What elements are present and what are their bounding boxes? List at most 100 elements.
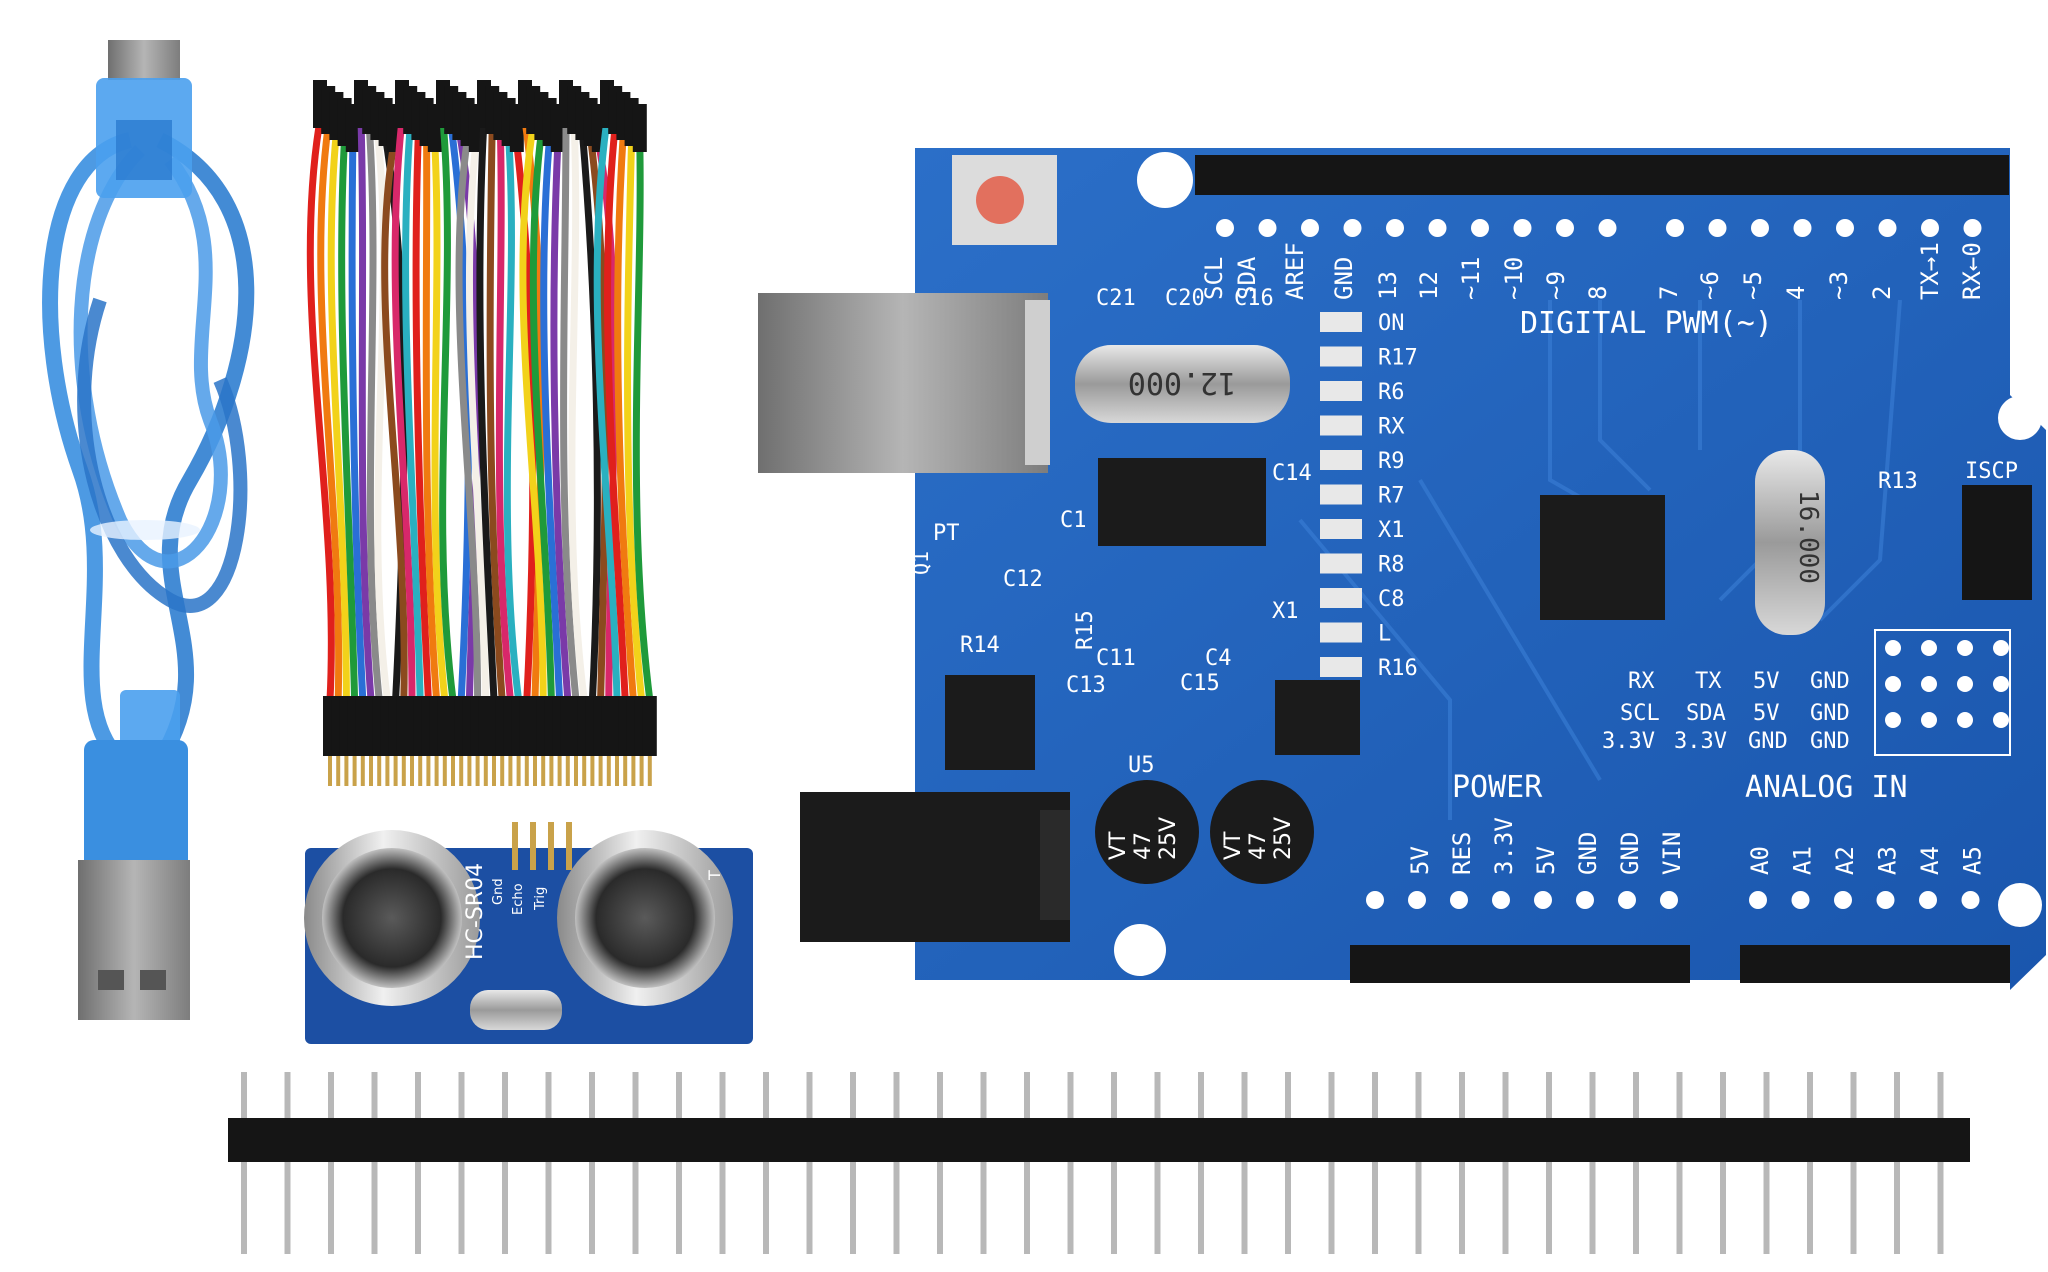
smd-component <box>1320 622 1362 643</box>
sensor-edge-label: T <box>705 870 724 881</box>
jumper-wire <box>624 137 646 701</box>
header-hole <box>1666 219 1684 237</box>
header-pin-bottom <box>328 1162 334 1254</box>
header-pin-bottom <box>502 1162 508 1254</box>
smd-component <box>1320 519 1362 539</box>
header-pin-bottom <box>1067 1162 1074 1254</box>
header-pin-bottom <box>589 1162 595 1254</box>
mounting-hole <box>1998 396 2042 440</box>
power-pin-label: RES <box>1448 832 1476 875</box>
analog-pin-label: A2 <box>1831 846 1859 875</box>
jumper-wire <box>338 137 359 701</box>
wire-pin <box>442 756 447 786</box>
capacitor-left-value: 47 <box>1131 832 1156 860</box>
crystal-mcu-label: 16.000 <box>1793 490 1823 584</box>
usb-cable <box>42 40 255 1020</box>
label-c11: C11 <box>1096 646 1136 671</box>
wire-pin <box>557 756 562 786</box>
header-hole <box>1492 891 1510 909</box>
top-pin-label: AREF <box>1281 242 1309 300</box>
power-pin-label: 3.3V <box>1490 817 1518 875</box>
header-pin-bottom <box>241 1162 247 1254</box>
power-pin-label: VIN <box>1658 832 1686 875</box>
smd-component <box>1320 312 1362 332</box>
wire-pin <box>475 756 480 786</box>
header-pin-bottom <box>1937 1162 1944 1254</box>
wire-pin <box>377 756 382 786</box>
block-row2-sda: SDA <box>1686 701 1726 726</box>
cap-c16-label: C16 <box>1234 286 1274 311</box>
led-label: R9 <box>1378 449 1405 474</box>
header-pin-bottom <box>676 1162 682 1254</box>
header-hole <box>1836 219 1854 237</box>
mounting-hole <box>1137 152 1193 208</box>
power-pin-label: GND <box>1574 832 1602 875</box>
sensor-pin-gnd: Gnd <box>491 878 506 905</box>
header-pin-top <box>1763 1072 1770 1118</box>
header-pin-top <box>415 1072 421 1118</box>
led-label: ON <box>1378 311 1405 336</box>
smd-component <box>1320 450 1362 470</box>
header-pin-bottom <box>763 1162 769 1254</box>
header-pin-top <box>1111 1072 1117 1118</box>
jumper-wire <box>348 143 367 701</box>
smd-component <box>1320 415 1362 436</box>
header-pin-bottom <box>1285 1162 1291 1254</box>
header-pin-top <box>1807 1072 1813 1118</box>
gpio-hole <box>1921 640 1937 656</box>
header-hole <box>1343 219 1362 237</box>
header-pin-bottom <box>1111 1162 1117 1254</box>
header-pin-bottom <box>1720 1162 1726 1254</box>
dc-power-jack <box>800 792 1070 942</box>
top-pin-label: SCL <box>1200 257 1228 300</box>
header-pin-top <box>1328 1072 1335 1118</box>
header-pin-top <box>284 1072 291 1118</box>
header-hole <box>1919 891 1937 909</box>
header-pin-bottom <box>850 1162 856 1254</box>
wire-pin <box>565 756 570 786</box>
wire-pin <box>590 756 595 786</box>
analog-pin-label: A5 <box>1959 846 1987 875</box>
header-pin-top <box>502 1072 508 1118</box>
label-x1-header: X1 <box>1272 599 1299 624</box>
wire-pin <box>574 756 578 786</box>
top-pin-label: 4 <box>1782 286 1810 300</box>
header-hole <box>1708 219 1727 237</box>
header-pin-bottom <box>632 1162 639 1254</box>
block-row1-tx: TX <box>1695 669 1722 694</box>
top-pin-label: 12 <box>1415 271 1443 300</box>
block-row2-scl: SCL <box>1620 701 1660 726</box>
header-hole <box>1386 219 1404 237</box>
header-hole <box>1660 891 1678 909</box>
header-hole <box>1428 219 1447 237</box>
jumper-wire <box>578 131 601 701</box>
top-pin-label: ~6 <box>1696 271 1724 300</box>
wire-pin <box>401 756 406 786</box>
header-pin-top <box>1198 1072 1204 1118</box>
header-hole <box>1301 219 1319 237</box>
header-pin-top <box>1850 1072 1857 1118</box>
label-c13: C13 <box>1066 673 1106 698</box>
capacitor-left-label: VT <box>1106 831 1131 860</box>
header-hole <box>1963 219 1982 237</box>
led-label: X1 <box>1378 518 1405 543</box>
header-pin-top <box>1415 1072 1422 1118</box>
header-pin-top <box>1676 1072 1683 1118</box>
gpio-hole <box>1957 640 1973 656</box>
jumper-wire <box>365 125 383 701</box>
wire-pin <box>385 756 390 786</box>
header-pin-bottom <box>893 1162 900 1254</box>
sensor-model-label: HC-SR04 <box>463 863 488 960</box>
header-hole <box>1834 891 1852 909</box>
header-pin-top <box>241 1072 247 1118</box>
jumper-wire <box>632 143 654 701</box>
header-pin-bottom <box>1850 1162 1857 1254</box>
jumper-wire <box>568 125 588 701</box>
jumper-wire <box>391 119 416 701</box>
header-hole <box>1878 219 1897 237</box>
header-pin-bottom <box>284 1162 291 1254</box>
header-pin-top <box>763 1072 769 1118</box>
label-c1: C1 <box>1060 508 1087 533</box>
header-pin-top <box>893 1072 900 1118</box>
wire-pin <box>369 756 373 786</box>
